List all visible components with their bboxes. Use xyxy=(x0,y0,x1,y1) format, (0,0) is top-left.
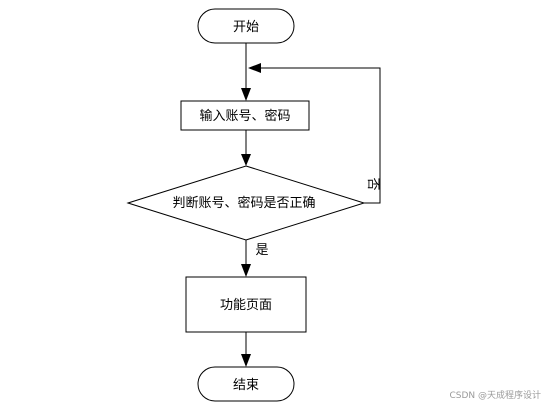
no-label: 否 xyxy=(365,177,380,190)
edge-decision-no-loop: 否 xyxy=(248,63,381,204)
edge-decision-yes: 是 xyxy=(241,240,269,277)
end-label: 结束 xyxy=(233,378,259,393)
function-page-node: 功能页面 xyxy=(185,276,307,333)
yes-label: 是 xyxy=(255,243,268,258)
edge-start-to-input xyxy=(241,43,251,101)
input-label: 输入账号、密码 xyxy=(199,108,290,124)
input-node: 输入账号、密码 xyxy=(180,100,310,131)
watermark-text: CSDN @天成程序设计 xyxy=(449,389,541,401)
arrowhead-left xyxy=(248,63,261,73)
function-page-label: 功能页面 xyxy=(220,298,272,313)
edge-function-to-end xyxy=(241,332,251,367)
arrowhead-down xyxy=(241,264,251,277)
start-node: 开始 xyxy=(197,8,295,44)
arrowhead-down xyxy=(241,88,251,101)
edge-input-to-decision xyxy=(241,130,251,166)
decision-label: 判断账号、密码是否正确 xyxy=(172,195,315,211)
decision-node: 判断账号、密码是否正确 xyxy=(126,165,366,241)
start-label: 开始 xyxy=(233,20,259,35)
end-node: 结束 xyxy=(197,366,295,402)
arrowhead-down xyxy=(241,354,251,367)
arrowhead-down xyxy=(241,154,251,166)
